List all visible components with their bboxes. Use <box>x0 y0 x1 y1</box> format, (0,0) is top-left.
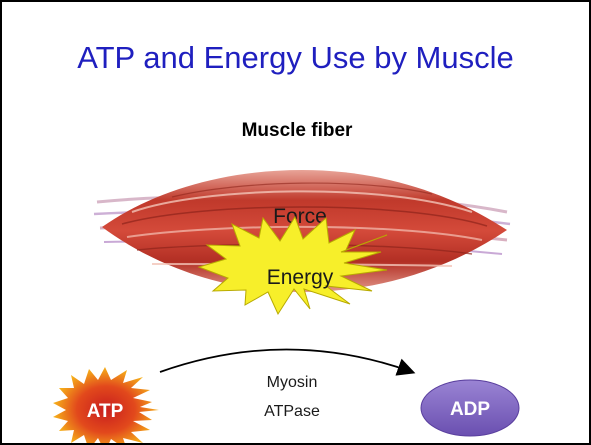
reaction-arrow <box>160 350 412 373</box>
adp-label: ADP <box>450 399 490 420</box>
atp-label: ATP <box>87 401 124 422</box>
energy-label: Energy <box>267 266 334 289</box>
enzyme-label-line1: Myosin <box>267 374 318 391</box>
enzyme-label-line2: ATPase <box>264 403 320 420</box>
muscle-fiber-heading: Muscle fiber <box>242 120 353 141</box>
